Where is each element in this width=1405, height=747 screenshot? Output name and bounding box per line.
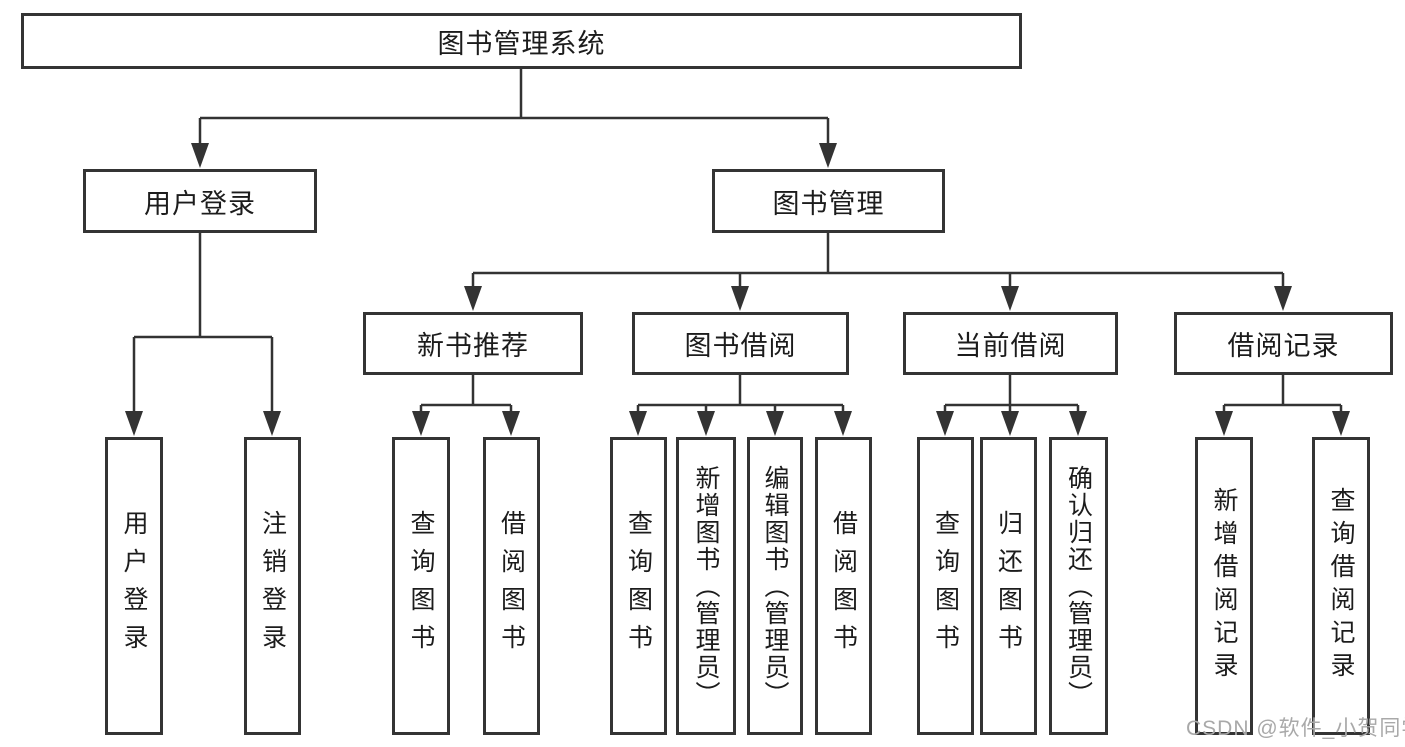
node-leaf-logout: 注销登录 <box>244 437 301 735</box>
arrowhead-leaf-12 <box>1215 411 1233 436</box>
arrowhead-user-login <box>191 143 209 168</box>
csdn-watermark: CSDN @软件_小贺同学 <box>1186 717 1405 740</box>
node-new-book-recommend: 新书推荐 <box>363 312 583 375</box>
node-leaf-query-books-recommend: 查询图书 <box>392 437 450 735</box>
node-root-label: 图书管理系统 <box>437 28 606 59</box>
node-book-management-label: 图书管理 <box>772 188 885 219</box>
arrowhead-leaf-3 <box>412 411 430 436</box>
arrowhead-leaf-8 <box>834 411 852 436</box>
node-leaf-user-login-label: 用户登录 <box>120 510 148 662</box>
arrowhead-book-management <box>819 143 837 168</box>
node-leaf-query-books-borrow-label: 查询图书 <box>624 510 653 662</box>
node-leaf-confirm-return-admin: 确认归还（管理员） <box>1049 437 1108 735</box>
node-leaf-query-borrow-record-label: 查询借阅记录 <box>1327 487 1355 685</box>
node-leaf-add-books-admin-label: 新增图书（管理员） <box>692 464 720 708</box>
node-leaf-borrow-books-recommend: 借阅图书 <box>483 437 540 735</box>
node-leaf-add-books-admin: 新增图书（管理员） <box>676 437 736 735</box>
node-user-login: 用户登录 <box>83 169 317 233</box>
node-leaf-confirm-return-admin-label: 确认归还（管理员） <box>1064 464 1093 708</box>
node-current-borrow-label: 当前借阅 <box>954 331 1067 361</box>
arrowhead-leaf-9 <box>936 411 954 436</box>
arrowhead-leaf-4 <box>502 411 520 436</box>
node-borrow-records: 借阅记录 <box>1174 312 1393 375</box>
node-leaf-borrow-books-recommend-label: 借阅图书 <box>497 510 526 662</box>
node-leaf-query-borrow-record: 查询借阅记录 <box>1312 437 1370 735</box>
node-leaf-query-books-recommend-label: 查询图书 <box>407 510 435 662</box>
arrowhead-leaf-7 <box>766 411 784 436</box>
node-root: 图书管理系统 <box>21 13 1022 69</box>
arrowhead-leaf-5 <box>629 411 647 436</box>
node-leaf-query-books-borrow: 查询图书 <box>610 437 667 735</box>
node-borrow-records-label: 借阅记录 <box>1227 331 1340 361</box>
arrowhead-leaf-13 <box>1332 411 1350 436</box>
node-leaf-add-borrow-record-label: 新增借阅记录 <box>1210 487 1238 685</box>
node-leaf-query-books-current: 查询图书 <box>917 437 974 735</box>
arrowhead-recommend <box>464 286 482 311</box>
node-book-borrow: 图书借阅 <box>632 312 849 375</box>
node-leaf-borrow-books-borrow-label: 借阅图书 <box>829 510 858 662</box>
arrowhead-leaf-11 <box>1069 411 1087 436</box>
arrowhead-borrow <box>731 286 749 311</box>
node-leaf-add-borrow-record: 新增借阅记录 <box>1195 437 1253 735</box>
arrowhead-leaf-1 <box>125 411 143 436</box>
node-new-book-recommend-label: 新书推荐 <box>417 331 529 361</box>
node-leaf-return-books: 归还图书 <box>980 437 1037 735</box>
node-leaf-return-books-label: 归还图书 <box>994 510 1023 662</box>
node-leaf-logout-label: 注销登录 <box>258 510 287 662</box>
node-leaf-user-login: 用户登录 <box>105 437 163 735</box>
arrowhead-records <box>1274 286 1292 311</box>
arrowhead-leaf-6 <box>697 411 715 436</box>
node-book-borrow-label: 图书借阅 <box>684 331 797 361</box>
node-leaf-edit-books-admin-label: 编辑图书（管理员） <box>761 464 789 708</box>
node-book-management: 图书管理 <box>712 169 945 233</box>
node-leaf-borrow-books-borrow: 借阅图书 <box>815 437 872 735</box>
node-leaf-query-books-current-label: 查询图书 <box>931 510 960 662</box>
node-leaf-edit-books-admin: 编辑图书（管理员） <box>747 437 803 735</box>
node-user-login-label: 用户登录 <box>144 188 256 219</box>
arrowhead-current <box>1001 286 1019 311</box>
arrowhead-leaf-10 <box>1001 411 1019 436</box>
arrowhead-leaf-2 <box>263 411 281 436</box>
node-current-borrow: 当前借阅 <box>903 312 1118 375</box>
